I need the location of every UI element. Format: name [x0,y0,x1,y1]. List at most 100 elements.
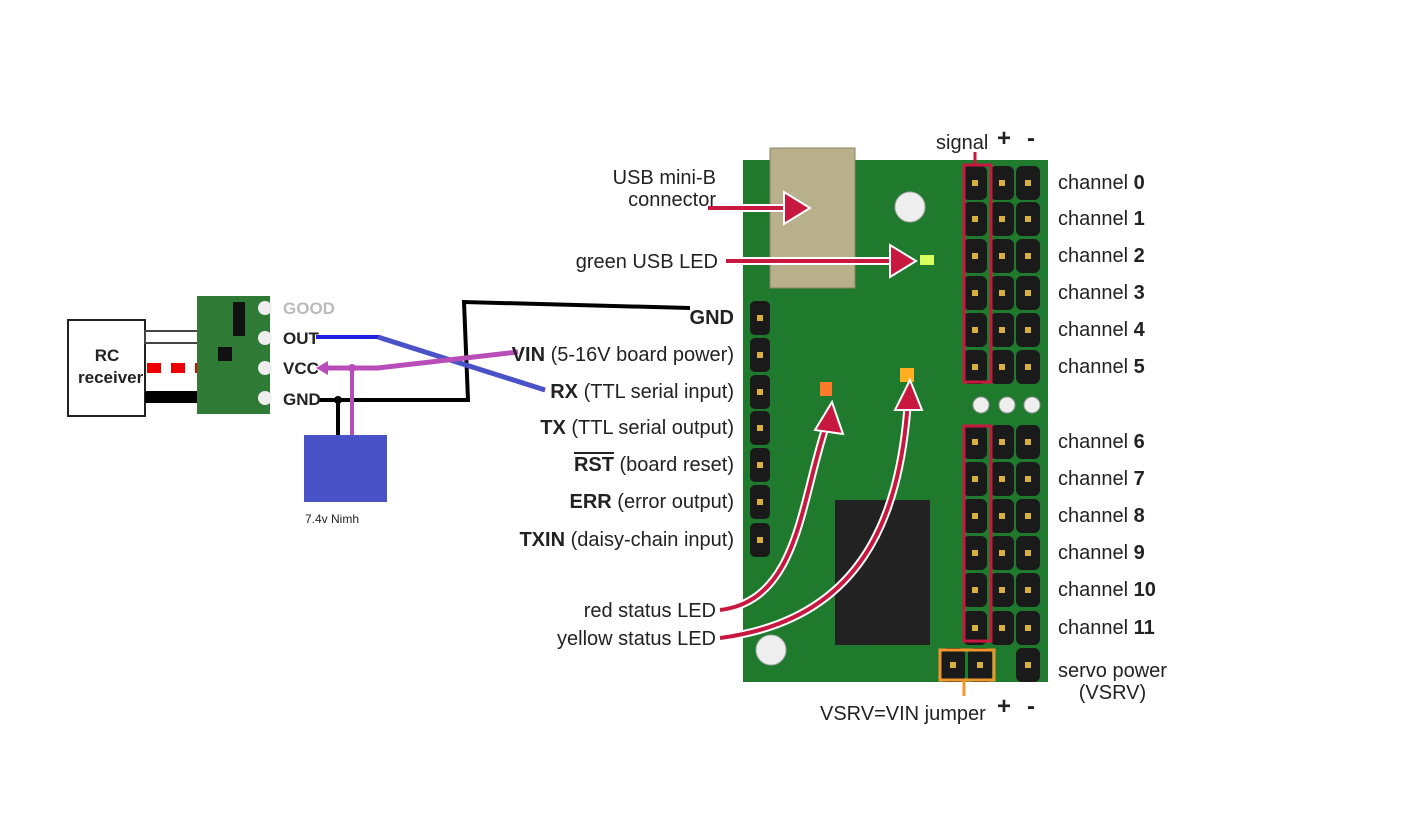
signal-group-box-bottom [962,424,993,643]
channel-number: 7 [1133,468,1145,490]
yellow-led [900,368,914,382]
pin-name: RST [573,454,614,476]
chip [218,347,232,361]
gnd-wire [318,299,691,402]
controller-pin-label-6: TXIN (daisy-chain input) [519,529,734,551]
pin-contact [972,253,978,259]
controller-pin-label-1: VIN (5-16V board power) [512,344,734,366]
pin-contact [972,216,978,222]
servo-headers [941,166,1041,682]
channel-label-5: channel 5 [1058,356,1145,378]
controller-pin-label-5: ERR (error output) [570,491,735,513]
yellow-led-label: yellow status LED [557,628,716,650]
pin-contact [950,662,956,668]
mount-hole [894,191,926,223]
vcc-wire [326,349,519,371]
mount-hole [755,634,787,666]
pin-contact [1025,625,1031,631]
channel-number: 9 [1133,542,1145,564]
channel-prefix: channel [1058,172,1134,194]
pin-contact [999,290,1005,296]
channel-label-1: channel 1 [1058,208,1145,230]
pin-description: (TTL serial output) [565,417,734,439]
channel-label-4: channel 4 [1058,319,1145,341]
pin-contact [999,216,1005,222]
pin-contact [757,389,763,395]
pin-contact [1025,253,1031,259]
pin-description: (5-16V board power) [545,344,734,366]
pin-contact [1025,550,1031,556]
pin-name: TXIN [519,529,566,551]
controller-pin-label-4: RST (board reset) [574,454,734,476]
pin-contact [999,476,1005,482]
signal-board-pads [258,301,272,405]
pin-contact [999,587,1005,593]
pin-contact [1025,216,1031,222]
pin-contact [972,290,978,296]
pin-name: GND [689,307,734,329]
channel-number: 8 [1133,505,1145,527]
chip [233,302,245,336]
pin-vcc: VCC [283,359,319,378]
channel-number: 5 [1133,356,1145,378]
jumper-label: VSRV=VIN jumper [820,703,986,725]
controller-pin-label-0: GND [690,307,734,329]
channel-number: 6 [1133,431,1145,453]
minus-column-label: - [1027,125,1035,152]
pin-contact [999,439,1005,445]
rc-receiver-box [67,319,146,417]
pin-contact [977,662,983,668]
pin-description: (daisy-chain input) [565,529,734,551]
pin-contact [1025,476,1031,482]
pin-contact [972,625,978,631]
channel-label-8: channel 8 [1058,505,1145,527]
pin-contact [972,327,978,333]
pin-contact [1025,327,1031,333]
power-pad [1023,396,1041,414]
pin-contact [972,439,978,445]
pin-contact [999,513,1005,519]
pin-name: TX [540,417,566,439]
red-led-label: red status LED [583,600,716,622]
pin-contact [999,550,1005,556]
channel-number: 2 [1133,245,1145,267]
junction [348,364,356,372]
channel-prefix: channel [1058,579,1134,601]
channel-number: 10 [1133,579,1156,601]
pin-contact [999,253,1005,259]
pin-contact [972,550,978,556]
signal-group-box-top [962,163,993,384]
channel-label-9: channel 9 [1058,542,1145,564]
channel-prefix: channel [1058,356,1134,378]
plus-column-label: + [997,125,1012,152]
pin-contact [972,513,978,519]
rx-wire [377,334,546,393]
battery [304,435,387,502]
pin-description: (TTL serial input) [578,381,734,403]
red-led [820,382,832,396]
pin-name: VIN [511,344,546,366]
pin-contact [1025,364,1031,370]
power-pad [998,396,1016,414]
pin-contact [757,425,763,431]
arrowhead-icons [783,190,924,436]
channel-prefix: channel [1058,505,1134,527]
pin-gnd: GND [283,390,321,409]
channel-prefix: channel [1058,208,1134,230]
jumper-box [938,648,996,682]
channel-number: 1 [1133,208,1145,230]
pin-contact [1025,290,1031,296]
pin-contact [999,625,1005,631]
channel-prefix: channel [1058,282,1134,304]
signal-column-label: signal [936,132,989,154]
controller-pin-label-2: RX (TTL serial input) [550,381,734,403]
pin-contact [757,537,763,543]
channel-label-3: channel 3 [1058,282,1145,304]
green-led [920,255,934,265]
channel-number: 0 [1133,172,1145,194]
channel-prefix: channel [1058,245,1134,267]
